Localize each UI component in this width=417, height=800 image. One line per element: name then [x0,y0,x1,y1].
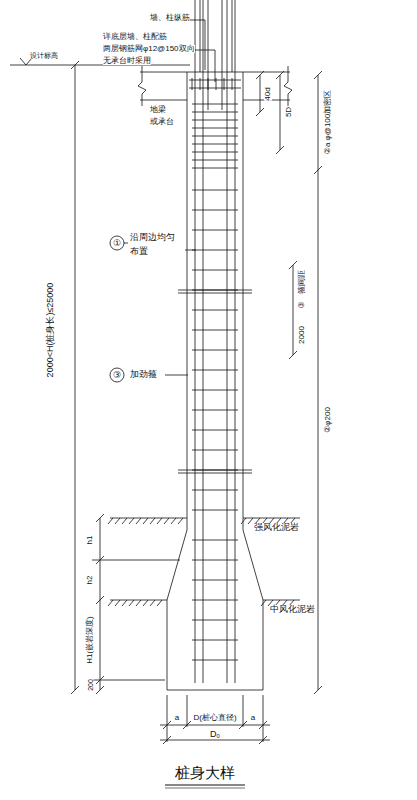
dimension-text: 40d [264,87,272,100]
leader-line [190,20,205,21]
column-edge [232,0,233,72]
column-edge [200,0,201,72]
dimension-text: 200 [87,679,94,691]
rebar-cage [178,0,252,683]
label-text: D(桩心直径) [193,714,236,722]
leader-line [205,20,206,70]
elevation-line [10,65,190,66]
label-text: D₀ [210,730,220,739]
label-text: a [251,714,255,722]
label-text: 设计标高 [30,52,58,59]
label-text: 加劲箍 [130,370,157,379]
dimension-text: 5D [285,107,293,117]
label-text: 或承台 [150,118,174,126]
leader-line [165,375,188,376]
label-text: 强风化泥岩 [254,523,299,532]
elevation-mark [20,58,32,65]
label-text: 中风化泥岩 [270,605,315,614]
caption-underline [165,788,245,789]
dimension-text: 箍间距 [298,270,306,294]
dimension-text: ②a φ@100加密区 [324,90,332,155]
leader-line [185,250,196,251]
label-text: ③ [113,371,121,380]
dimension-text: 2000 [298,326,306,344]
rock-line [263,600,300,601]
label-text: ① [113,239,121,248]
label-text: 两层钢筋网φ12@150双向 [103,45,195,53]
leader-line [124,243,128,244]
rock-line [110,600,167,601]
label-text: a [175,714,179,722]
label-text: 详底层墙、柱配筋 [103,33,167,41]
leader-line [215,50,216,82]
dimension-text: h2 [86,576,94,585]
rock-line [243,518,300,519]
label-text: 墙、柱纵筋 [150,14,190,22]
dimension-lines [71,61,322,744]
label-text: 地梁 [150,106,166,114]
pile-outline [167,72,263,690]
label-text: 布置 [130,247,148,256]
cap-bottom [140,100,187,101]
callout-circle [110,368,124,382]
callout-circle [110,236,124,250]
dimension-text: ②φ200 [324,407,332,433]
dimension-text: H1(嵌岩深度) [86,616,94,664]
dimension-text: ③ [298,301,306,308]
break-mark [138,66,146,106]
label-text: 无承台时采用 [103,57,151,65]
label-text: 沿周边均匀 [130,233,175,242]
break-mark [284,66,292,106]
dimension-text: 2000<H(桩身长)≤25000 [46,283,55,378]
caption-underline [165,784,245,785]
caption-text: 桩身大样 [175,765,235,780]
dimension-text: h1 [86,536,94,545]
leader-line [192,50,215,51]
